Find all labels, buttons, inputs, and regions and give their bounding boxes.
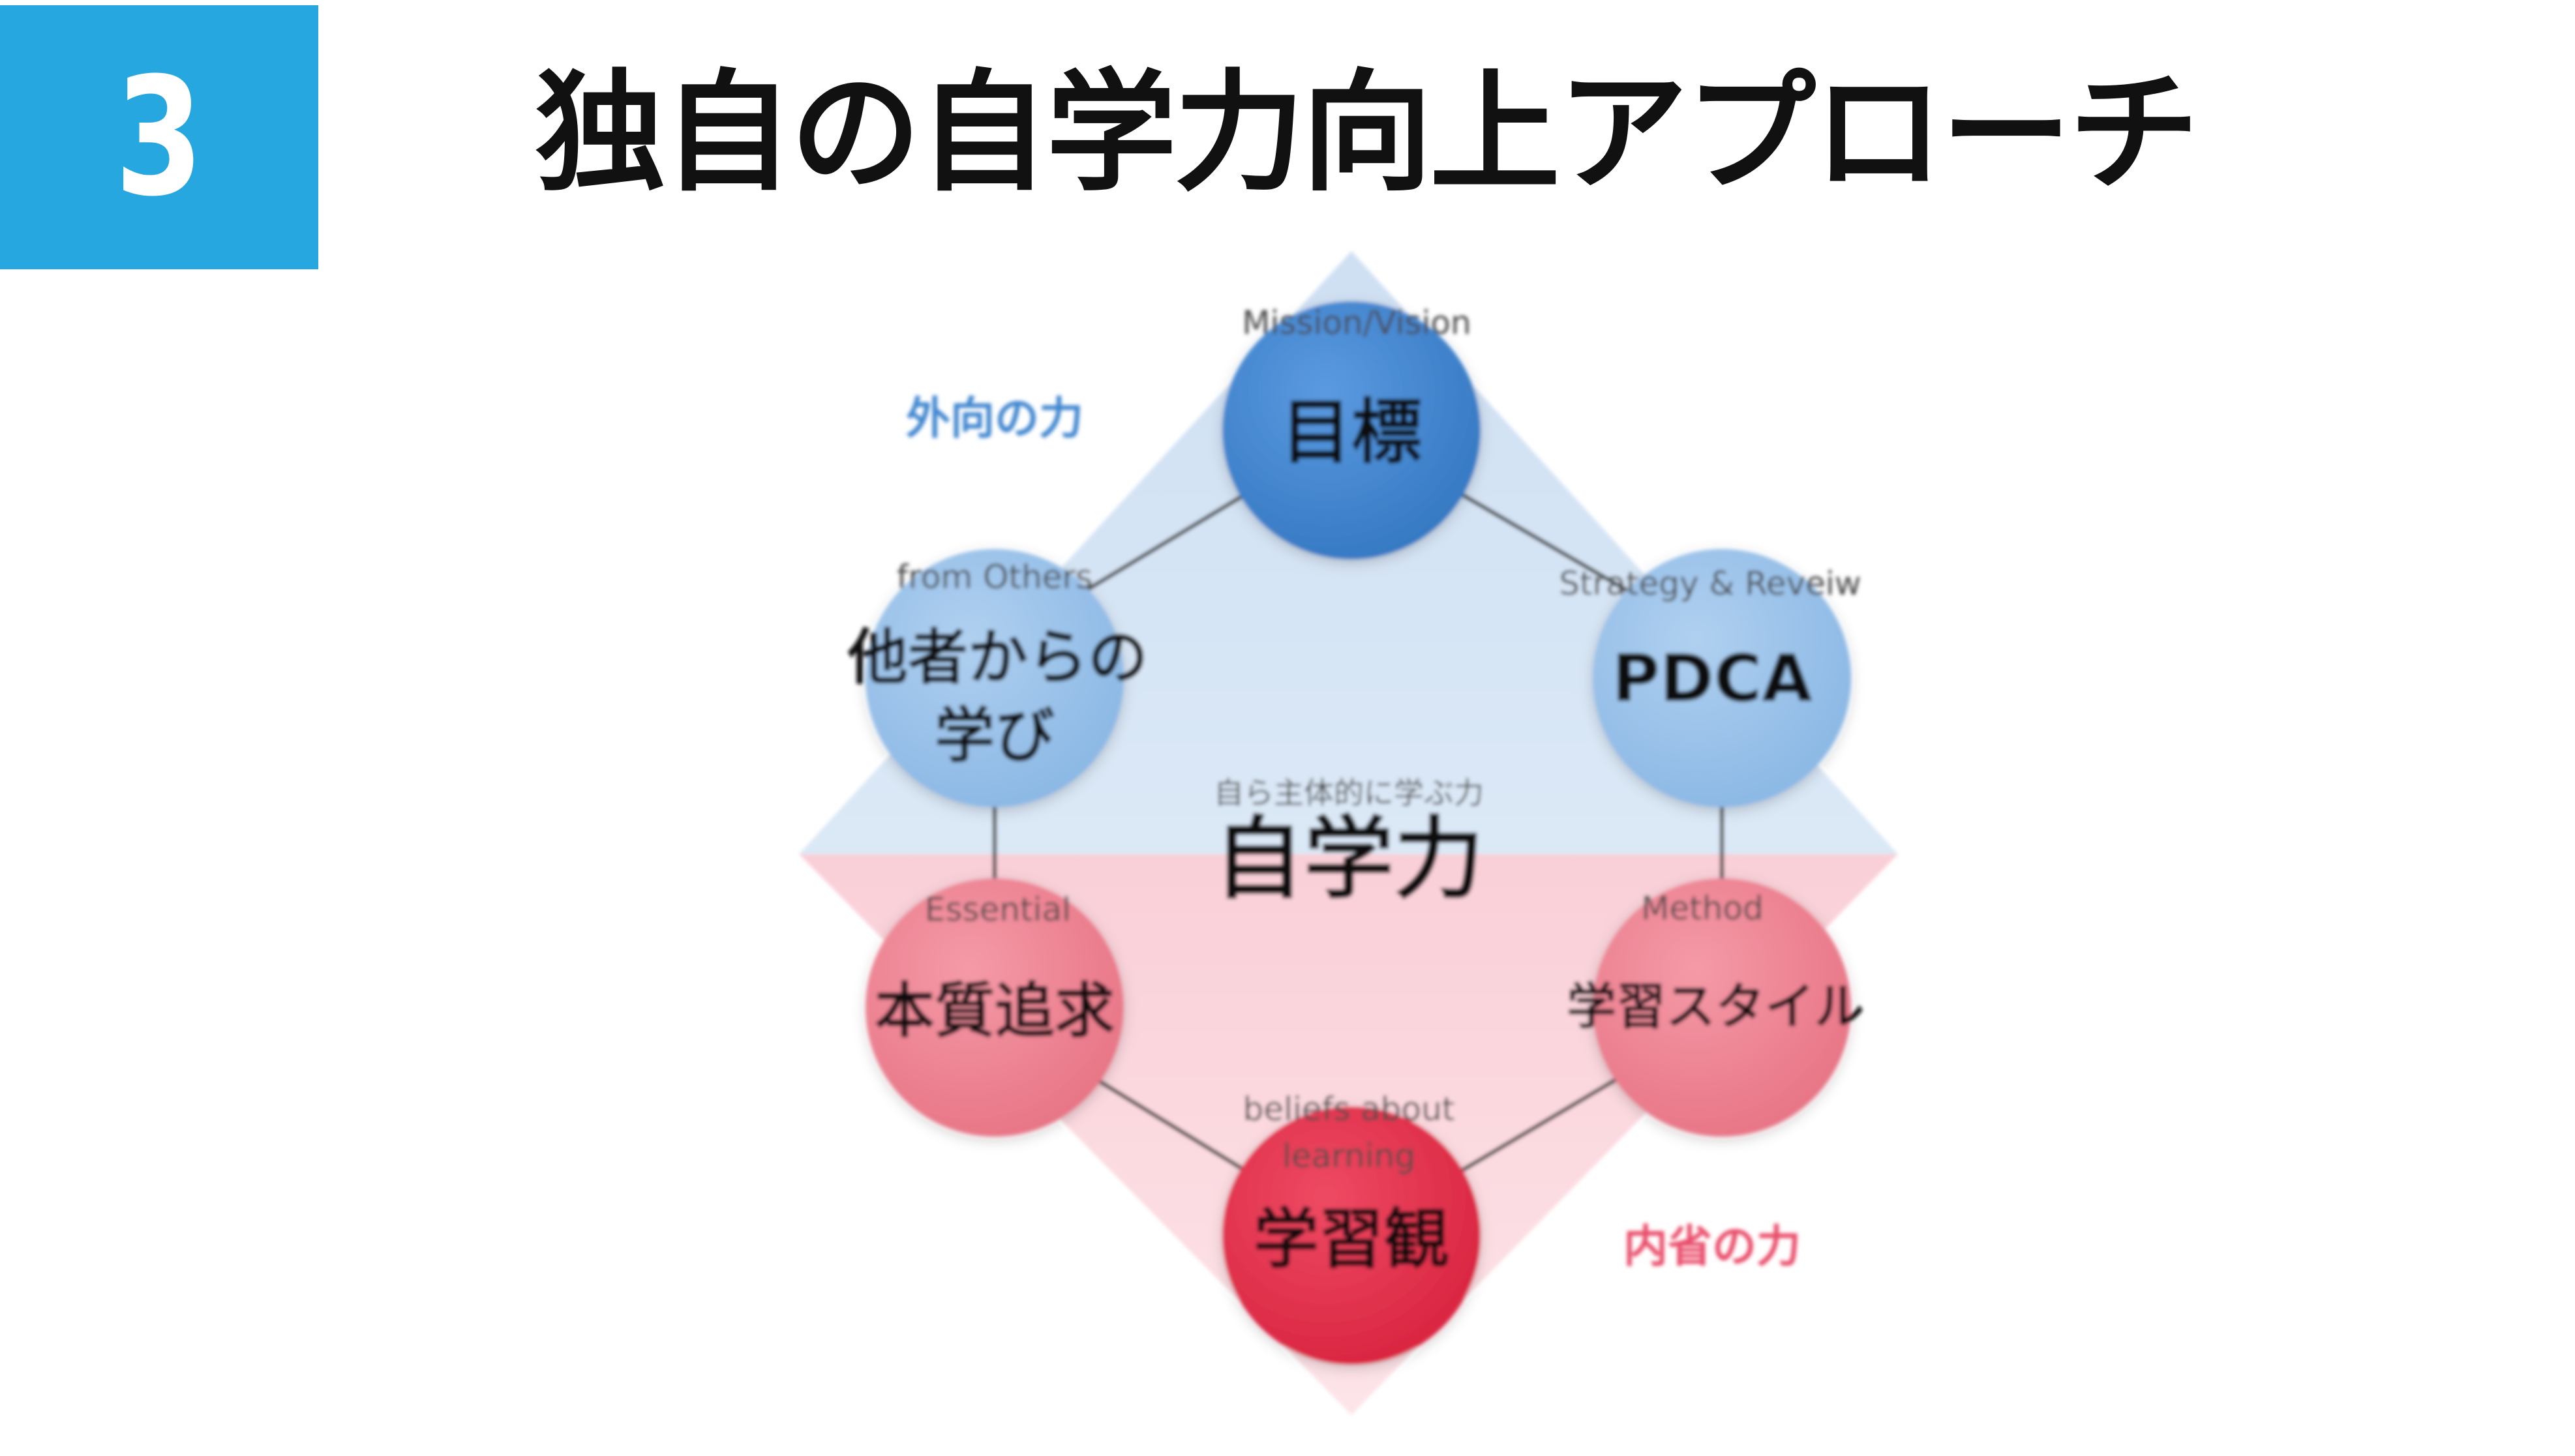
learning-belief-node-subtitle-line2: learning <box>1282 1137 1415 1175</box>
learning-belief-node-subtitle-line1: beliefs about <box>1243 1090 1455 1128</box>
learning-belief-node-title: 学習観 <box>1254 1201 1449 1277</box>
learning-from-others-node-title-line2: 学び <box>935 701 1055 771</box>
center-subtitle: 自ら主体的に学ぶ力 <box>1214 775 1484 810</box>
essential-node-subtitle: Essential <box>925 891 1071 929</box>
learning-from-others-node-title-line1: 他者からの <box>847 623 1148 692</box>
pdca-node <box>1593 549 1851 807</box>
pdca-node-subtitle: Strategy & Reveiw <box>1559 565 1861 602</box>
page-title: 独自の自学力向上アプローチ <box>535 57 2199 209</box>
essential-node-title: 本質追求 <box>875 976 1115 1046</box>
goal-node-subtitle: Mission/Vision <box>1242 304 1471 342</box>
section-number: 3 <box>115 42 203 232</box>
outer-power-label: 外向の力 <box>906 393 1083 445</box>
center-title: 自学力 <box>1214 807 1484 912</box>
learning-belief-node <box>1222 1107 1481 1365</box>
goal-node <box>1222 301 1481 559</box>
learning-from-others-node <box>866 549 1124 807</box>
pdca-node-title: PDCA <box>1612 640 1812 717</box>
learning-style-node <box>1593 878 1851 1137</box>
section-number-badge: 3 <box>0 5 318 269</box>
essential-node <box>866 878 1124 1137</box>
inner-power-label: 内省の力 <box>1623 1221 1801 1273</box>
learning-style-node-subtitle: Method <box>1641 889 1764 927</box>
goal-node-title: 目標 <box>1281 392 1422 473</box>
learning-style-node-title: 学習スタイル <box>1567 977 1864 1035</box>
learning-from-others-node-subtitle: from Others <box>897 558 1092 596</box>
